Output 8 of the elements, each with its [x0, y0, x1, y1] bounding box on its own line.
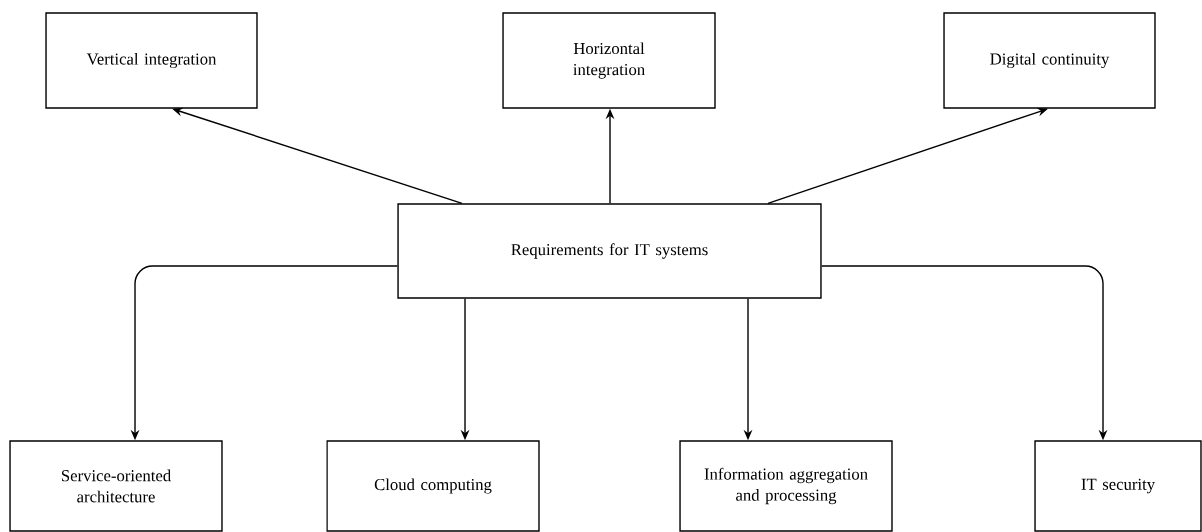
topic-box: Cloud computing	[326, 440, 540, 532]
central-box: Requirements for IT systems	[397, 203, 822, 299]
topic-box: Service-oriented architecture	[9, 440, 223, 532]
topic-box: IT security	[1034, 440, 1202, 532]
topic-box: Vertical integration	[45, 12, 258, 109]
topic-box: Horizontal integration	[502, 12, 716, 109]
topic-box: Digital continuity	[943, 12, 1156, 109]
topic-box: Information aggregation and processing	[679, 440, 893, 532]
